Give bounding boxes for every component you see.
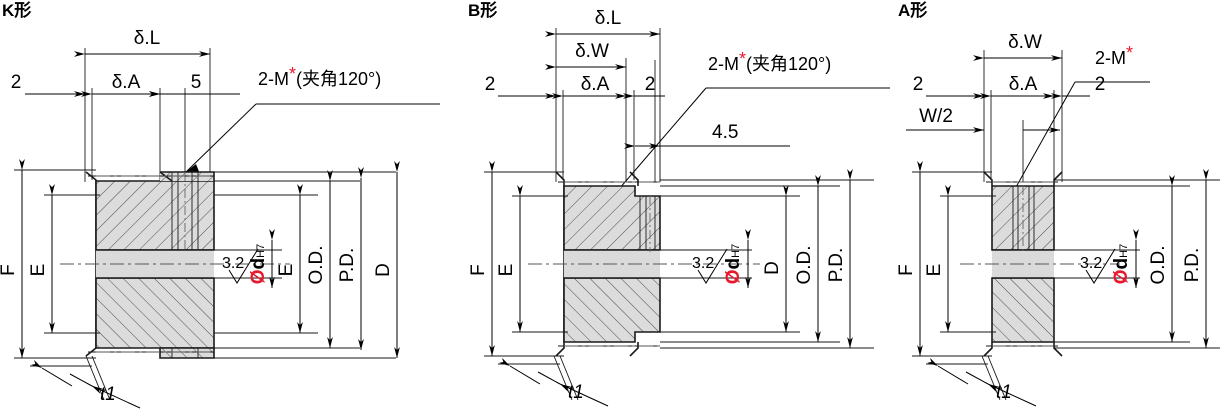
view-k-dim-E-right-label: E bbox=[276, 264, 297, 277]
view-k-dim-five-label: 5 bbox=[191, 72, 202, 93]
view-k-keyway-label: t1 bbox=[100, 384, 116, 405]
view-a-dim-row: 2 δ.A 2 bbox=[913, 74, 1106, 99]
view-a-bore-diameter-symbol: Ø bbox=[1111, 269, 1132, 284]
view-k-dim-delta-A-label: δ.A bbox=[112, 72, 141, 93]
view-b-bore-diameter-letter: d bbox=[723, 258, 744, 270]
view-b-keyway-label: t1 bbox=[568, 382, 584, 403]
view-b-dim-delta-L: δ.L bbox=[545, 8, 660, 37]
view-b-setscrew-threads bbox=[639, 196, 656, 252]
view-a-dim-delta-W: δ.W bbox=[973, 32, 1062, 61]
view-k-dim-E-label: E bbox=[28, 264, 49, 277]
view-k-dim-OD-label: O.D. bbox=[306, 245, 327, 284]
view-k-dim-delta-L: δ.L bbox=[74, 28, 210, 57]
view-a-bore-tolerance: H7 bbox=[1118, 244, 1130, 258]
view-a-keyway-label: t1 bbox=[996, 382, 1012, 403]
view-k-left-dims: F E bbox=[0, 159, 100, 359]
view-k-bore-label: ØdH7 bbox=[248, 244, 269, 284]
view-b-dim-D-label: D bbox=[762, 261, 783, 275]
view-k-setscrew-threads-lower bbox=[171, 348, 199, 358]
view-a-keyway: t1 bbox=[926, 355, 1037, 407]
view-a-body bbox=[960, 171, 1120, 357]
view-k-setscrew-threads bbox=[171, 172, 199, 252]
view-b-body bbox=[528, 171, 760, 357]
view-k-callout: 2-M*(夹角120°) bbox=[185, 64, 440, 174]
view-b-keyway: t1 bbox=[498, 355, 609, 407]
view-b-dim-four-five: 4.5 bbox=[624, 122, 790, 149]
view-b-callout-suffix: (夹角120°) bbox=[746, 54, 831, 74]
view-k-dim-PD-label: P.D. bbox=[337, 248, 358, 283]
view-b-dim-delta-W-label: δ.W bbox=[575, 41, 609, 62]
view-a-dim-OD-label: O.D. bbox=[1148, 245, 1169, 284]
view-k: K形 δ.L 2 δ.A 5 bbox=[0, 0, 440, 409]
view-k-body bbox=[60, 171, 290, 359]
view-a-left-dims: F E bbox=[896, 161, 996, 357]
view-b-dim-delta-W: δ.W bbox=[545, 41, 626, 70]
view-k-keyway: t1 bbox=[30, 355, 141, 409]
view-b: B形 δ.L δ.W 2 δ.A 2 bbox=[468, 0, 890, 407]
view-a-dim-w-half-label: W/2 bbox=[919, 106, 953, 127]
view-a-bore-label: ØdH7 bbox=[1111, 244, 1132, 284]
view-a-dim-E-label: E bbox=[924, 264, 945, 277]
view-b-bore-tolerance: H7 bbox=[730, 244, 742, 258]
view-a-setscrew-threads bbox=[1012, 186, 1035, 252]
view-a-dim-F-label: F bbox=[896, 264, 917, 276]
view-a-dim-w-half: W/2 bbox=[906, 106, 1060, 133]
view-a-dim-PD-label: P.D. bbox=[1182, 248, 1203, 283]
view-a-callout-text: 2-M* bbox=[1095, 43, 1133, 68]
view-b-roughness-value: 3.2 bbox=[692, 255, 714, 272]
view-a-dim-delta-A-label: δ.A bbox=[1009, 74, 1038, 95]
view-a-right-dims: O.D. P.D. bbox=[1054, 169, 1220, 349]
view-k-dim-two-label: 2 bbox=[11, 72, 22, 93]
view-a-title: A形 bbox=[898, 0, 927, 20]
view-b-dim-PD-label: P.D. bbox=[826, 248, 847, 283]
view-k-right-dims: E O.D. P.D. D bbox=[214, 161, 400, 359]
view-a-callout-asterisk: * bbox=[1126, 43, 1133, 63]
view-b-dim-row: 2 δ.A 2 bbox=[485, 74, 665, 99]
view-a-dim-two-right-label: 2 bbox=[1095, 74, 1106, 95]
view-k-callout-asterisk: * bbox=[289, 64, 296, 84]
view-b-bore-diameter-symbol: Ø bbox=[723, 269, 744, 284]
view-b-right-dims: D O.D. P.D. bbox=[660, 169, 874, 349]
view-k-extension-lines bbox=[84, 48, 211, 182]
view-k-bore-tolerance: H7 bbox=[255, 244, 267, 258]
view-b-dim-two-left-label: 2 bbox=[485, 74, 496, 95]
view-a-bore-diameter-letter: d bbox=[1111, 258, 1132, 270]
view-k-callout-suffix: (夹角120°) bbox=[296, 69, 381, 89]
view-a-callout-prefix: 2-M bbox=[1095, 48, 1126, 68]
view-b-title: B形 bbox=[468, 0, 497, 20]
view-a-callout: 2-M* bbox=[1010, 43, 1150, 197]
view-k-roughness-value: 3.2 bbox=[222, 255, 244, 272]
view-b-dim-E-label: E bbox=[496, 264, 517, 277]
view-b-dim-four-five-label: 4.5 bbox=[712, 122, 738, 143]
view-a-dim-delta-W-label: δ.W bbox=[1008, 32, 1042, 53]
view-k-bore-callout: 3.2 ØdH7 bbox=[214, 229, 282, 288]
view-b-dim-OD-label: O.D. bbox=[794, 245, 815, 284]
view-a-dim-two-left-label: 2 bbox=[913, 74, 924, 95]
view-k-dim-F-label: F bbox=[0, 264, 19, 276]
view-b-dim-two-right-label: 2 bbox=[645, 74, 656, 95]
view-b-dim-F-label: F bbox=[468, 264, 489, 276]
view-k-callout-text: 2-M*(夹角120°) bbox=[258, 64, 381, 89]
view-k-title: K形 bbox=[2, 0, 31, 20]
view-b-dim-delta-A-label: δ.A bbox=[581, 74, 610, 95]
view-a-extension-lines bbox=[983, 50, 1063, 182]
view-b-callout-asterisk: * bbox=[739, 49, 746, 69]
view-a: A形 δ.W 2 δ.A 2 W/2 bbox=[896, 0, 1220, 407]
view-k-dim-delta-L-label: δ.L bbox=[134, 28, 160, 49]
view-k-bore-diameter-letter: d bbox=[248, 258, 269, 270]
view-b-dim-delta-L-label: δ.L bbox=[595, 8, 621, 29]
view-k-callout-prefix: 2-M bbox=[258, 69, 289, 89]
view-k-dim-row: 2 δ.A 5 bbox=[11, 72, 240, 97]
view-b-bore-callout: 3.2 ØdH7 bbox=[660, 229, 752, 288]
view-b-callout-text: 2-M*(夹角120°) bbox=[708, 49, 831, 74]
view-b-left-dims: F E bbox=[468, 161, 568, 357]
view-a-roughness-value: 3.2 bbox=[1080, 255, 1102, 272]
view-a-bore-callout: 3.2 ØdH7 bbox=[1054, 229, 1140, 288]
view-k-dim-D-label: D bbox=[373, 263, 394, 277]
view-k-bore-diameter-symbol: Ø bbox=[248, 269, 269, 284]
view-b-bore-label: ØdH7 bbox=[723, 244, 744, 284]
view-b-extension-lines bbox=[555, 28, 661, 182]
view-b-callout-prefix: 2-M bbox=[708, 54, 739, 74]
